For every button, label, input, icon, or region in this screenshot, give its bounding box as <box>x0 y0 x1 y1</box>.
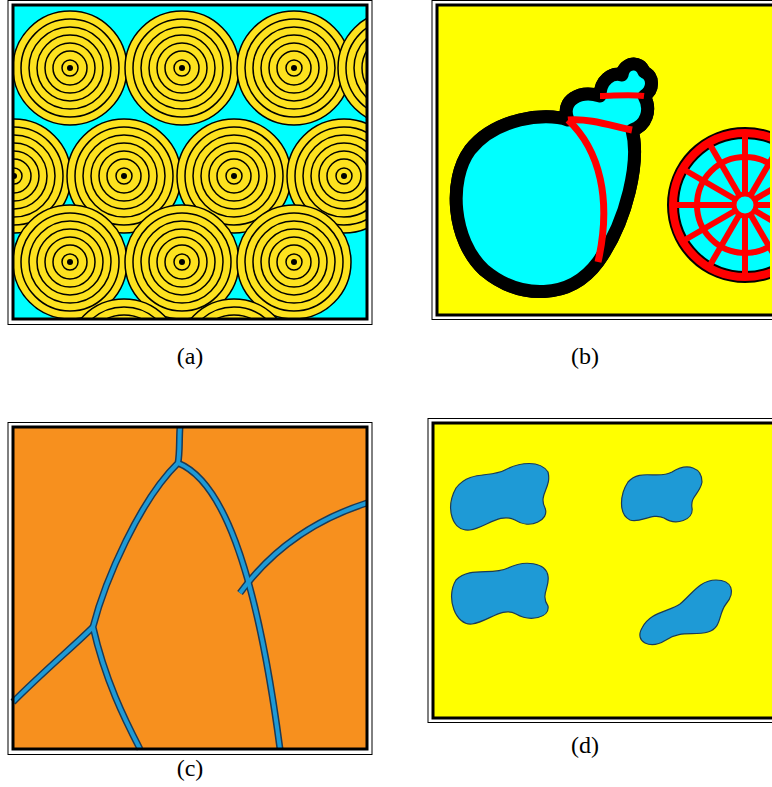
wheel <box>673 133 770 277</box>
panel-b <box>432 1 772 320</box>
panel-c <box>8 423 372 755</box>
panel-label: (d) <box>571 731 599 760</box>
panel-label: (c) <box>177 754 204 783</box>
panel-label: (a) <box>177 342 204 371</box>
panel-label: (b) <box>571 342 599 371</box>
panel-a <box>0 1 452 414</box>
panel-d <box>428 419 772 723</box>
